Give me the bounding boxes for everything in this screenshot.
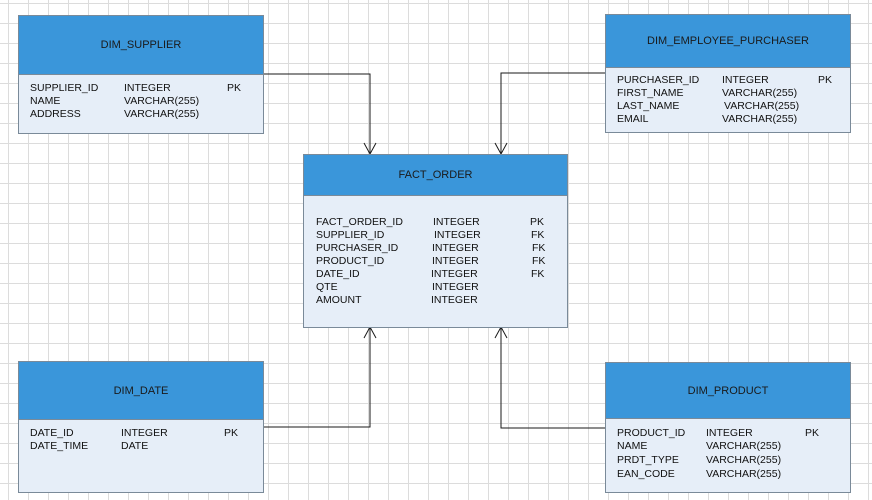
column-type: VARCHAR(255): [706, 454, 782, 466]
column-name: PRODUCT_ID: [316, 255, 385, 267]
column-type: INTEGER: [124, 82, 171, 94]
column-type: INTEGER: [706, 427, 753, 439]
table-row: DATE_TIME DATE: [19, 440, 263, 453]
dim-date-table[interactable]: DIM_DATE DATE_ID INTEGER PK DATE_TIME DA…: [18, 361, 264, 493]
column-type: INTEGER: [432, 255, 479, 267]
fact-order-title: FACT_ORDER: [398, 169, 473, 181]
column-type: VARCHAR(255): [724, 100, 800, 112]
dim-date-title: DIM_DATE: [113, 384, 169, 397]
connector-purchaser-to-fact: [500, 72, 605, 154]
column-type: VARCHAR(255): [722, 87, 798, 99]
column-name: DATE_TIME: [30, 440, 89, 452]
table-row: SUPPLIER_ID INTEGER PK: [19, 82, 263, 95]
dim-product-table[interactable]: DIM_PRODUCT PRODUCT_ID INTEGER PK NAME V…: [605, 362, 851, 493]
column-name: DATE_ID: [30, 427, 74, 439]
column-type: INTEGER: [432, 281, 479, 293]
dim-employee-purchaser-header[interactable]: DIM_EMPLOYEE_PURCHASER: [606, 15, 850, 68]
column-name: ADDRESS: [30, 108, 81, 120]
dim-supplier-title: DIM_SUPPLIER: [100, 39, 182, 51]
column-key: PK: [227, 82, 242, 94]
table-row: PURCHASER_ID INTEGER PK: [606, 74, 850, 87]
column-type: INTEGER: [722, 74, 769, 86]
column-name: NAME: [617, 440, 648, 452]
table-row: SUPPLIER_ID INTEGER FK: [304, 229, 567, 242]
dim-supplier-header[interactable]: DIM_SUPPLIER: [19, 16, 263, 75]
dim-employee-purchaser-title: DIM_EMPLOYEE_PURCHASER: [647, 35, 809, 47]
column-name: PURCHASER_ID: [617, 74, 700, 86]
column-name: EMAIL: [617, 113, 649, 125]
column-type: INTEGER: [431, 294, 478, 306]
column-name: QTE: [316, 281, 338, 293]
column-name: PRDT_TYPE: [617, 454, 679, 466]
dim-product-header[interactable]: DIM_PRODUCT: [606, 363, 850, 419]
column-key: PK: [805, 427, 820, 439]
table-row: FIRST_NAME VARCHAR(255): [606, 87, 850, 100]
dim-supplier-table[interactable]: DIM_SUPPLIER SUPPLIER_ID INTEGER PK NAME…: [18, 15, 264, 134]
column-key: FK: [531, 268, 545, 280]
column-key: PK: [818, 74, 833, 86]
column-key: FK: [532, 242, 546, 254]
column-name: PRODUCT_ID: [617, 427, 686, 439]
fact-order-header[interactable]: FACT_ORDER: [304, 155, 567, 196]
column-name: SUPPLIER_ID: [30, 82, 99, 94]
connector-date-to-fact: [263, 327, 371, 428]
column-key: FK: [532, 255, 546, 267]
connector-product-to-fact: [500, 327, 605, 429]
dim-product-title: DIM_PRODUCT: [687, 384, 769, 397]
column-type: INTEGER: [431, 268, 478, 280]
column-type: INTEGER: [433, 216, 480, 228]
column-name: AMOUNT: [316, 294, 362, 306]
dim-employee-purchaser-table[interactable]: DIM_EMPLOYEE_PURCHASER PURCHASER_ID INTE…: [605, 14, 851, 133]
table-row: PURCHASER_ID INTEGER FK: [304, 242, 567, 255]
column-key: FK: [531, 229, 545, 241]
connector-supplier-to-fact: [263, 73, 371, 154]
column-type: INTEGER: [432, 242, 479, 254]
column-name: LAST_NAME: [617, 100, 680, 112]
column-type: INTEGER: [434, 229, 481, 241]
column-name: NAME: [30, 95, 61, 107]
table-row: PRODUCT_ID INTEGER FK: [304, 255, 567, 268]
column-name: PURCHASER_ID: [316, 242, 399, 254]
column-key: PK: [530, 216, 545, 228]
table-row: ADDRESS VARCHAR(255): [19, 108, 263, 121]
column-type: VARCHAR(255): [722, 113, 798, 125]
table-row: DATE_ID INTEGER PK: [19, 427, 263, 440]
column-name: FIRST_NAME: [617, 87, 684, 99]
table-row: LAST_NAME VARCHAR(255): [606, 100, 850, 113]
table-row: EMAIL VARCHAR(255): [606, 113, 850, 126]
table-row: FACT_ORDER_ID INTEGER PK: [304, 216, 567, 229]
table-row: QTE INTEGER: [304, 281, 567, 294]
column-name: EAN_CODE: [617, 468, 675, 480]
column-name: FACT_ORDER_ID: [316, 216, 403, 228]
table-row: DATE_ID INTEGER FK: [304, 268, 567, 281]
table-row: PRDT_TYPE VARCHAR(255): [606, 454, 850, 467]
table-row: PRODUCT_ID INTEGER PK: [606, 427, 850, 440]
table-row: NAME VARCHAR(255): [19, 95, 263, 108]
table-row: NAME VARCHAR(255): [606, 440, 850, 453]
dim-date-header[interactable]: DIM_DATE: [19, 362, 263, 420]
fact-order-table[interactable]: FACT_ORDER FACT_ORDER_ID INTEGER PK SUPP…: [303, 154, 568, 328]
column-type: VARCHAR(255): [706, 440, 782, 452]
column-name: DATE_ID: [316, 268, 360, 280]
column-type: INTEGER: [121, 427, 168, 439]
column-type: VARCHAR(255): [706, 468, 782, 480]
column-type: DATE: [121, 440, 149, 452]
column-name: SUPPLIER_ID: [316, 229, 385, 241]
table-row: AMOUNT INTEGER: [304, 294, 567, 307]
table-row: EAN_CODE VARCHAR(255): [606, 468, 850, 481]
column-key: PK: [224, 427, 239, 439]
column-type: VARCHAR(255): [124, 95, 200, 107]
column-type: VARCHAR(255): [124, 108, 200, 120]
